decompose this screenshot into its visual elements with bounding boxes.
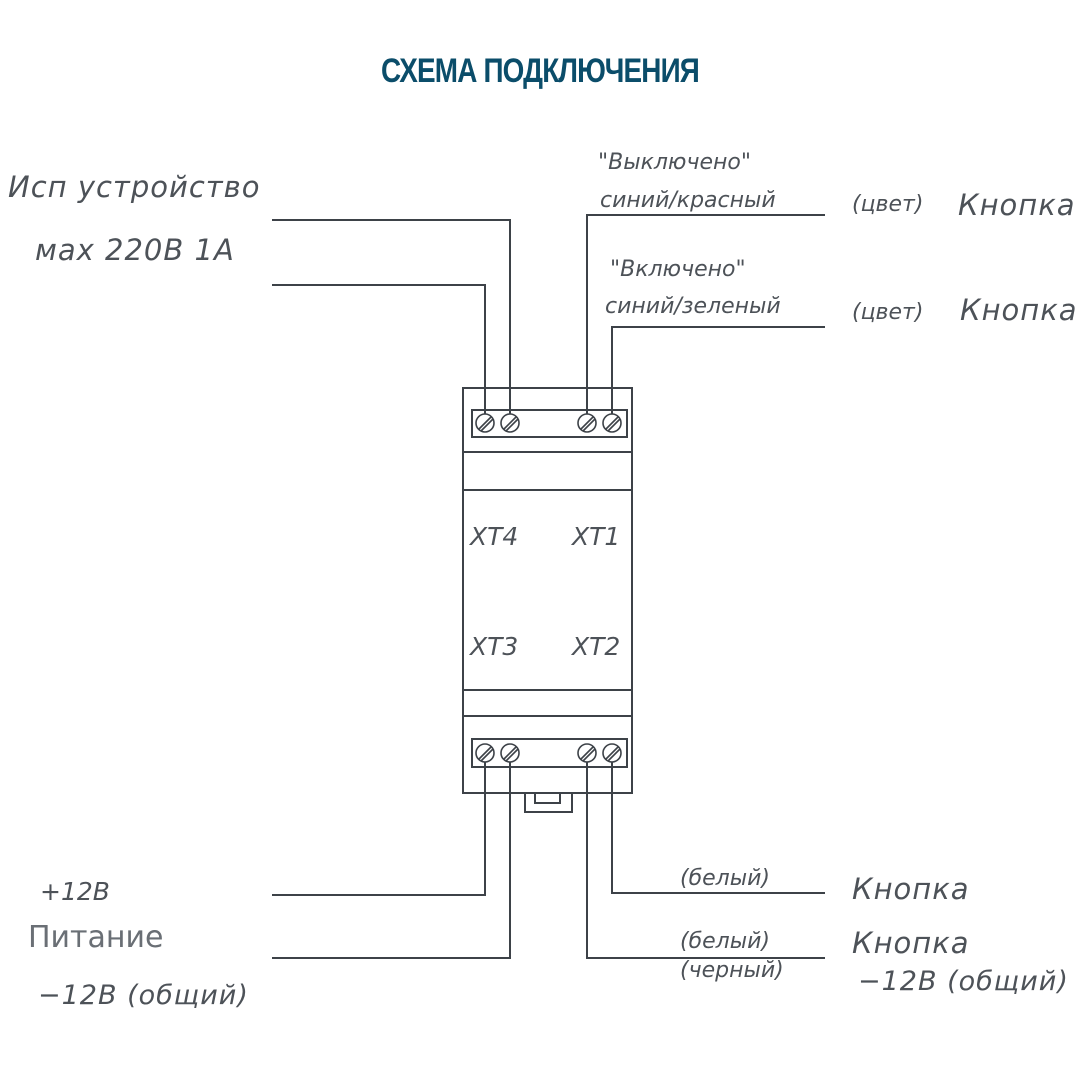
minus-12v-label: −12В (общий) [38, 980, 249, 1011]
button-label-3: Кнопка [852, 872, 970, 906]
terminal-xt4: XT4 [470, 522, 519, 551]
terminal-xt2: XT2 [572, 632, 621, 661]
off-state-label: "Выключено" [598, 150, 751, 175]
terminal-screws [475, 413, 622, 763]
power-label: Питание [28, 920, 164, 955]
off-color-note: (цвет) [852, 192, 924, 217]
module-body [462, 387, 633, 813]
wires [272, 214, 825, 959]
device-rating: мах 220В 1А [35, 233, 235, 267]
terminal-xt3: XT3 [470, 632, 519, 661]
device-label: Исп устройство [8, 170, 261, 204]
off-button-label: Кнопка [958, 188, 1076, 222]
plus-12v-label: +12В [40, 877, 110, 906]
terminal-xt1: XT1 [572, 522, 621, 551]
diagram-title: СХЕМА ПОДКЛЮЧЕНИЯ [380, 52, 700, 90]
white-wire-label-2: (белый) [680, 929, 770, 954]
on-button-label: Кнопка [960, 293, 1078, 327]
button-label-4: Кнопка [852, 926, 970, 960]
white-wire-label-1: (белый) [680, 866, 770, 891]
black-wire-label: (черный) [680, 958, 784, 983]
on-colors: синий/зеленый [605, 294, 781, 319]
common-minus-label: −12В (общий) [858, 966, 1069, 997]
on-state-label: "Включено" [610, 257, 746, 282]
on-color-note: (цвет) [852, 300, 924, 325]
off-colors: синий/красный [600, 188, 776, 213]
